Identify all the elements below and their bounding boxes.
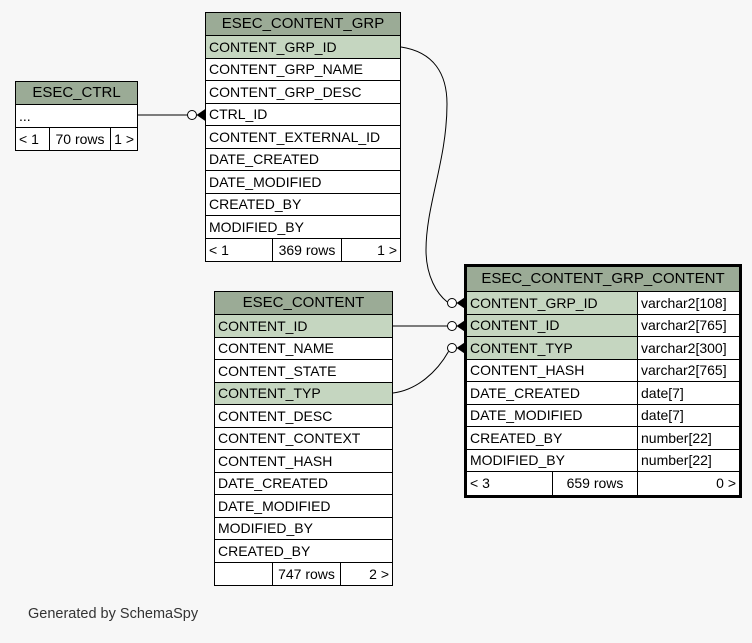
- column-type: date[7]: [637, 382, 739, 404]
- table-esec-content[interactable]: ESEC_CONTENT CONTENT_ID CONTENT_NAME CONTEN…: [214, 291, 393, 586]
- related-count-left: < 1: [209, 241, 229, 258]
- row-count: 747 rows: [272, 562, 340, 585]
- zero-cardinality-circle: [447, 321, 457, 331]
- related-count-right: 2 >: [340, 562, 392, 585]
- column-name: DATE_MODIFIED: [209, 173, 322, 190]
- related-count-right: 1 >: [110, 127, 137, 150]
- column-row: CTRL_ID: [206, 103, 400, 126]
- table-title[interactable]: ESEC_CONTENT_GRP_CONTENT: [467, 267, 739, 292]
- column-name: CONTENT_TYP: [218, 385, 321, 402]
- table-title[interactable]: ESEC_CONTENT: [215, 292, 392, 315]
- column-name: CONTENT_GRP_DESC: [209, 83, 362, 100]
- column-row: CONTENT_CONTEXT: [215, 427, 392, 450]
- column-name: ...: [19, 107, 31, 124]
- column-row: DATE_MODIFIED date[7]: [467, 404, 739, 427]
- column-name: DATE_MODIFIED: [470, 407, 583, 424]
- column-row: DATE_MODIFIED: [206, 171, 400, 194]
- column-name: CONTENT_CONTEXT: [218, 430, 361, 447]
- table-title[interactable]: ESEC_CONTENT_GRP: [206, 13, 400, 36]
- related-count-left: < 3: [470, 475, 490, 492]
- column-row: CREATED_BY: [206, 193, 400, 216]
- row-count: 369 rows: [272, 238, 341, 261]
- column-row: CONTENT_NAME: [215, 337, 392, 360]
- column-row: DATE_CREATED date[7]: [467, 382, 739, 405]
- link-esec-ctrl-to-esec-content-grp: [138, 108, 206, 122]
- column-row: CONTENT_TYP varchar2[300]: [467, 337, 739, 360]
- column-name: CREATED_BY: [209, 196, 302, 213]
- column-type: varchar2[108]: [637, 292, 739, 314]
- column-type: number[22]: [637, 449, 739, 471]
- column-name: CONTENT_NAME: [218, 340, 334, 357]
- column-row: CONTENT_GRP_NAME: [206, 58, 400, 81]
- column-row: CREATED_BY: [215, 540, 392, 563]
- column-name: CONTENT_ID: [470, 317, 560, 334]
- column-row: ...: [16, 105, 137, 128]
- column-row: MODIFIED_BY number[22]: [467, 449, 739, 472]
- table-title[interactable]: ESEC_CTRL: [16, 82, 137, 105]
- column-name: DATE_CREATED: [470, 384, 580, 401]
- column-name: CONTENT_DESC: [218, 407, 333, 424]
- schemaspy-credit: Generated by SchemaSpy: [28, 606, 199, 622]
- related-count-right: 1 >: [341, 238, 400, 261]
- column-name: CONTENT_TYP: [470, 339, 573, 356]
- column-row: CREATED_BY number[22]: [467, 427, 739, 450]
- column-name: CONTENT_HASH: [218, 452, 333, 469]
- column-name: MODIFIED_BY: [470, 452, 565, 469]
- column-row: MODIFIED_BY: [206, 216, 400, 239]
- column-row: CONTENT_ID varchar2[765]: [467, 314, 739, 337]
- column-row: CONTENT_TYP: [215, 382, 392, 405]
- row-count: 70 rows: [49, 127, 110, 150]
- related-count-left: < 1: [19, 130, 39, 147]
- zero-cardinality-circle: [447, 343, 457, 353]
- column-row: CONTENT_GRP_ID varchar2[108]: [467, 292, 739, 315]
- column-name: CTRL_ID: [209, 106, 268, 123]
- link-content-id-to-grp-content: [393, 319, 466, 333]
- column-name: CONTENT_ID: [218, 317, 308, 334]
- column-row: DATE_MODIFIED: [215, 495, 392, 518]
- related-count-right: 0 >: [637, 472, 739, 495]
- column-name: CONTENT_STATE: [218, 362, 337, 379]
- column-type: date[7]: [637, 404, 739, 426]
- column-name: CONTENT_GRP_ID: [470, 294, 598, 311]
- column-row: CONTENT_GRP_DESC: [206, 81, 400, 104]
- zero-cardinality-circle: [447, 298, 457, 308]
- column-row: CONTENT_HASH varchar2[765]: [467, 359, 739, 382]
- column-name: CREATED_BY: [470, 429, 563, 446]
- column-row: DATE_CREATED: [206, 148, 400, 171]
- zero-cardinality-circle: [187, 110, 197, 120]
- column-name: DATE_CREATED: [218, 475, 328, 492]
- column-name: CONTENT_GRP_ID: [209, 38, 337, 55]
- column-row: CONTENT_ID: [215, 315, 392, 338]
- column-name: CREATED_BY: [218, 542, 311, 559]
- column-row: DATE_CREATED: [215, 472, 392, 495]
- column-name: DATE_MODIFIED: [218, 497, 331, 514]
- column-row: CONTENT_DESC: [215, 405, 392, 428]
- column-row: CONTENT_GRP_ID: [206, 36, 400, 59]
- column-name: MODIFIED_BY: [209, 218, 304, 235]
- column-name: CONTENT_GRP_NAME: [209, 61, 364, 78]
- column-type: number[22]: [637, 427, 739, 449]
- row-count: 659 rows: [552, 472, 637, 495]
- column-type: varchar2[300]: [637, 337, 739, 359]
- column-row: CONTENT_HASH: [215, 450, 392, 473]
- related-count-left: [215, 563, 272, 586]
- column-row: CONTENT_STATE: [215, 360, 392, 383]
- column-row: MODIFIED_BY: [215, 517, 392, 540]
- column-name: MODIFIED_BY: [218, 520, 313, 537]
- column-name: DATE_CREATED: [209, 151, 319, 168]
- link-content-typ-to-grp-content: [392, 341, 466, 394]
- column-name: CONTENT_EXTERNAL_ID: [209, 128, 381, 145]
- column-row: CONTENT_EXTERNAL_ID: [206, 126, 400, 149]
- column-type: varchar2[765]: [637, 359, 739, 381]
- column-name: CONTENT_HASH: [470, 362, 585, 379]
- table-esec-content-grp[interactable]: ESEC_CONTENT_GRP CONTENT_GRP_ID CONTENT_GR…: [205, 12, 401, 262]
- link-content-grp-to-grp-content: [400, 46, 466, 310]
- column-type: varchar2[765]: [637, 314, 739, 336]
